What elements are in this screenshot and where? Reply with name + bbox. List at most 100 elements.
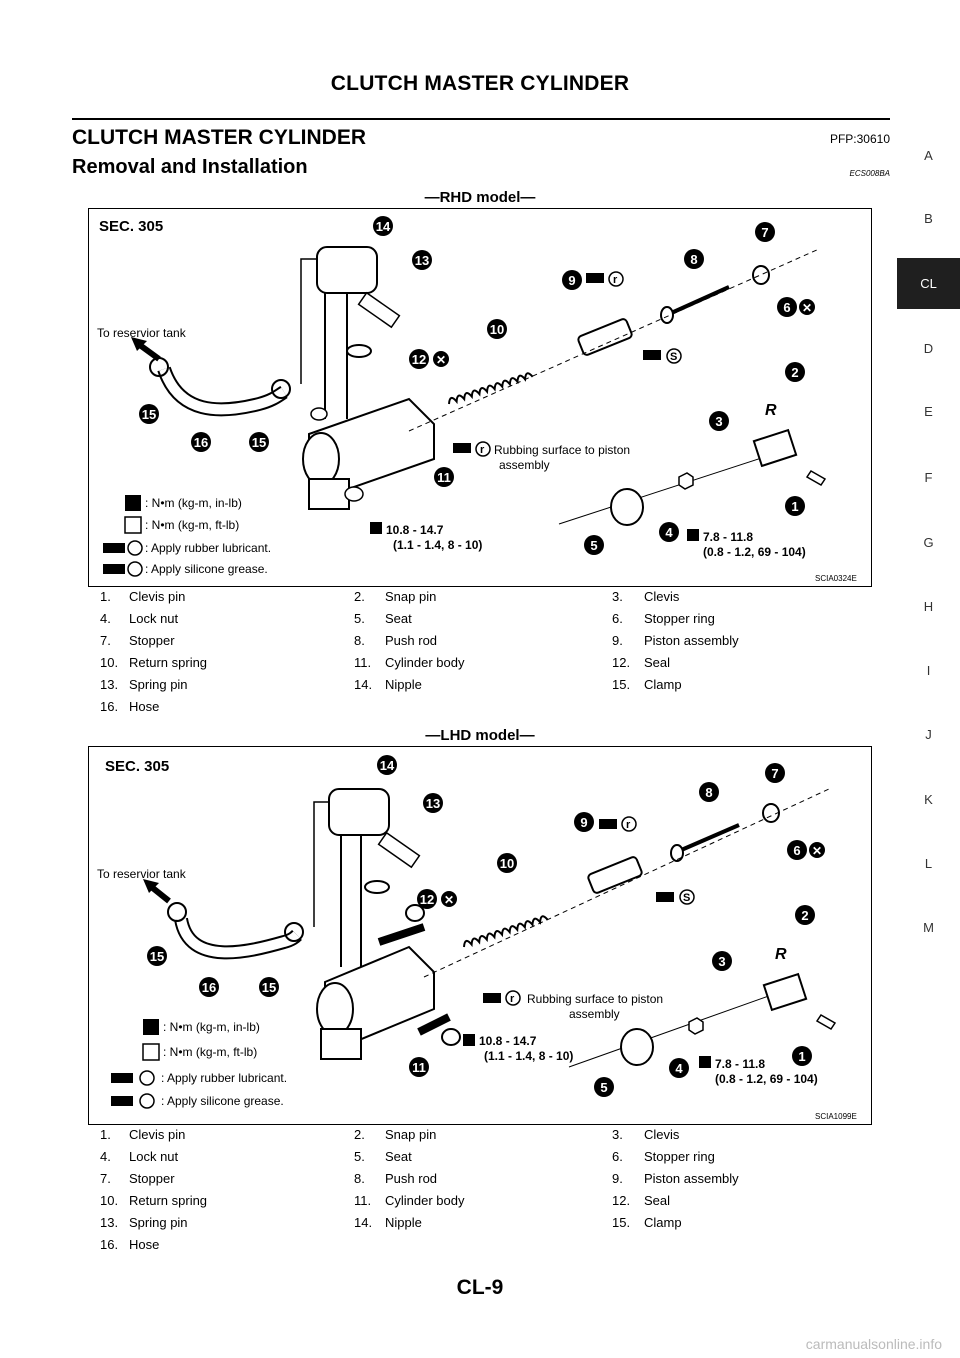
tab-g[interactable]: G — [923, 535, 934, 550]
svg-text:6: 6 — [793, 843, 800, 858]
tab-cl[interactable]: CL — [897, 258, 960, 309]
svg-text:8: 8 — [705, 785, 712, 800]
rhd-torque-a-1: 10.8 - 14.7 — [386, 523, 444, 537]
rhd-torque-a-2: (1.1 - 1.4, 8 - 10) — [393, 538, 482, 552]
svg-text:5: 5 — [590, 538, 597, 553]
rhd-return-spring — [448, 372, 534, 405]
tab-l[interactable]: L — [924, 856, 933, 871]
lhd-reservoir-label: To reservior tank — [97, 867, 187, 881]
svg-text:4: 4 — [665, 525, 673, 540]
svg-text:r: r — [626, 819, 631, 831]
svg-text:4: 4 — [675, 1061, 683, 1076]
svg-text:2: 2 — [791, 365, 798, 380]
rhd-clevis — [752, 428, 798, 468]
rhd-nipple — [316, 246, 378, 294]
lhd-sec-label: SEC. 305 — [105, 758, 169, 775]
rhd-sec-label: SEC. 305 — [99, 218, 163, 235]
tab-d[interactable]: D — [923, 341, 934, 356]
svg-text:15: 15 — [262, 980, 276, 995]
svg-text:10: 10 — [490, 322, 504, 337]
svg-text:S: S — [683, 892, 690, 904]
rhd-torque-b-1: 7.8 - 11.8 — [703, 530, 753, 544]
svg-text:r: r — [480, 444, 485, 456]
svg-text:15: 15 — [142, 407, 156, 422]
tab-j[interactable]: J — [925, 727, 932, 742]
svg-text:9: 9 — [568, 273, 575, 288]
svg-text:: N•m (kg-m, ft-lb): : N•m (kg-m, ft-lb) — [145, 518, 239, 532]
svg-text:R: R — [765, 402, 777, 419]
svg-text:12: 12 — [412, 352, 426, 367]
rhd-clamp-a — [149, 357, 169, 377]
svg-text:8: 8 — [690, 252, 697, 267]
svg-text:R: R — [775, 946, 787, 963]
svg-text:1: 1 — [798, 1049, 805, 1064]
watermark: carmanualsonline.info — [805, 1336, 942, 1352]
lhd-torque-a-1: 10.8 - 14.7 — [479, 1034, 537, 1048]
rhd-diagram: SEC. 305 To reservior tank R 14 13 12 10… — [88, 208, 872, 587]
lhd-diagram: SEC. 305 To reservior tank R 14 13 12 10… — [88, 746, 872, 1125]
ecs-code: ECS008BA — [849, 169, 890, 178]
tab-i[interactable]: I — [926, 663, 931, 678]
pfp-code: PFP:30610 — [829, 132, 890, 146]
svg-text:7: 7 — [771, 766, 778, 781]
rhd-clevis-pin — [805, 470, 827, 486]
lhd-torque-b-2: (0.8 - 1.2, 69 - 104) — [715, 1072, 818, 1086]
svg-text:15: 15 — [252, 435, 266, 450]
rhd-seal — [346, 344, 372, 358]
tab-a[interactable]: A — [924, 148, 933, 163]
svg-text:: Apply rubber lubricant.: : Apply rubber lubricant. — [161, 1071, 287, 1085]
tab-f[interactable]: F — [924, 470, 933, 485]
section-title: CLUTCH MASTER CYLINDER — [72, 126, 366, 149]
svg-text:16: 16 — [194, 435, 208, 450]
svg-text:6: 6 — [783, 300, 790, 315]
lhd-rub-text-1: Rubbing surface to piston — [527, 992, 663, 1006]
svg-text:14: 14 — [376, 219, 391, 234]
svg-text:: Apply rubber lubricant.: : Apply rubber lubricant. — [145, 541, 271, 555]
svg-text:2: 2 — [801, 908, 808, 923]
subsection-title: Removal and Installation — [72, 156, 308, 178]
tab-e[interactable]: E — [924, 404, 933, 419]
rhd-model-title: —RHD model— — [424, 189, 536, 206]
lhd-rub-text-2: assembly — [569, 1007, 620, 1021]
rhd-lube-marks: r S r — [453, 271, 682, 457]
rhd-x-marks: ✕ ✕ — [433, 299, 815, 367]
svg-text:1: 1 — [791, 499, 798, 514]
lhd-nipple — [328, 788, 390, 836]
svg-text:11: 11 — [412, 1060, 426, 1075]
lhd-torque-a-2: (1.1 - 1.4, 8 - 10) — [484, 1049, 573, 1063]
lhd-torque-b-1: 7.8 - 11.8 — [715, 1057, 765, 1071]
rhd-rub-text-1: Rubbing surface to piston — [494, 443, 630, 457]
header-rule — [72, 118, 890, 120]
rhd-clamp-b — [271, 379, 291, 399]
rhd-spring-pin — [357, 291, 401, 329]
page-number: CL-9 — [456, 1276, 504, 1299]
svg-text:11: 11 — [437, 470, 451, 485]
lhd-legend: : N•m (kg-m, in-lb) : N•m (kg-m, ft-lb) … — [111, 1019, 287, 1109]
tab-h[interactable]: H — [923, 599, 934, 614]
svg-text:r: r — [613, 274, 618, 286]
rhd-seat — [610, 488, 644, 526]
svg-text:: N•m (kg-m, in-lb): : N•m (kg-m, in-lb) — [145, 496, 242, 510]
lhd-figure-code: SCIA1099E — [815, 1112, 857, 1121]
lhd-model-title: —LHD model— — [425, 727, 535, 744]
tab-m[interactable]: M — [923, 920, 934, 935]
svg-text:r: r — [510, 993, 515, 1005]
tab-k[interactable]: K — [924, 792, 933, 807]
tab-b[interactable]: B — [924, 211, 933, 226]
svg-text:16: 16 — [202, 980, 216, 995]
svg-text:: Apply silicone grease.: : Apply silicone grease. — [161, 1094, 284, 1108]
rhd-callouts: 14 13 12 10 9 8 7 6 2 3 1 4 5 11 15 15 1… — [139, 216, 805, 555]
svg-text:13: 13 — [426, 796, 440, 811]
svg-text:3: 3 — [718, 954, 725, 969]
svg-text:: Apply silicone grease.: : Apply silicone grease. — [145, 562, 268, 576]
svg-text:7: 7 — [761, 225, 768, 240]
svg-text:S: S — [670, 351, 677, 363]
